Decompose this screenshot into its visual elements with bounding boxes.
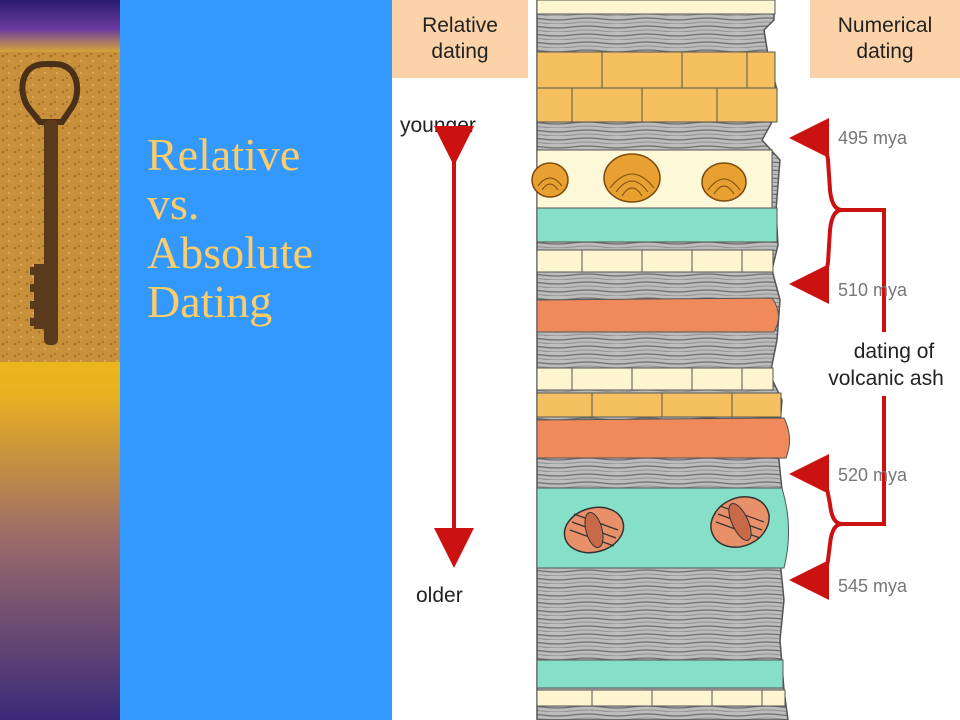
trilobite-fossil-icon — [563, 506, 625, 554]
slide-title: Relative vs. Absolute Dating — [147, 130, 387, 326]
trilobite-fossil-icon — [710, 496, 770, 548]
sandstone-layer — [536, 51, 778, 123]
clam-fossil-icon — [531, 162, 569, 198]
date-label-545: 545 mya — [838, 576, 908, 596]
ash-label-line-1: dating of — [854, 340, 935, 363]
volcanic-ash-layer — [536, 417, 790, 459]
title-line-1: Relative — [147, 129, 301, 180]
younger-label: younger — [400, 114, 476, 137]
date-label-495: 495 mya — [838, 128, 908, 148]
numerical-header-line-1: Numerical — [838, 14, 933, 37]
relative-dating-header-box — [392, 0, 528, 78]
title-panel — [120, 0, 392, 720]
date-label-520: 520 mya — [838, 465, 908, 485]
title-line-3: Absolute — [147, 227, 314, 278]
stratigraphy-diagram: Relative dating Numerical dating — [392, 0, 960, 720]
volcanic-ash-layer — [536, 297, 779, 333]
title-line-2: vs. — [147, 178, 200, 229]
key-photo — [0, 52, 120, 362]
clam-fossil-icon — [701, 162, 747, 202]
title-line-4: Dating — [147, 276, 273, 327]
ash-label-line-2: volcanic ash — [828, 367, 944, 390]
ash-dating-arrows — [789, 118, 886, 600]
older-label: older — [416, 584, 463, 607]
clam-fossil-icon — [603, 153, 661, 203]
date-label-510: 510 mya — [838, 280, 908, 300]
relative-header-line-2: dating — [431, 40, 488, 63]
numerical-dating-header-box — [810, 0, 960, 78]
numerical-header-line-2: dating — [856, 40, 913, 63]
relative-header-line-1: Relative — [422, 14, 498, 37]
